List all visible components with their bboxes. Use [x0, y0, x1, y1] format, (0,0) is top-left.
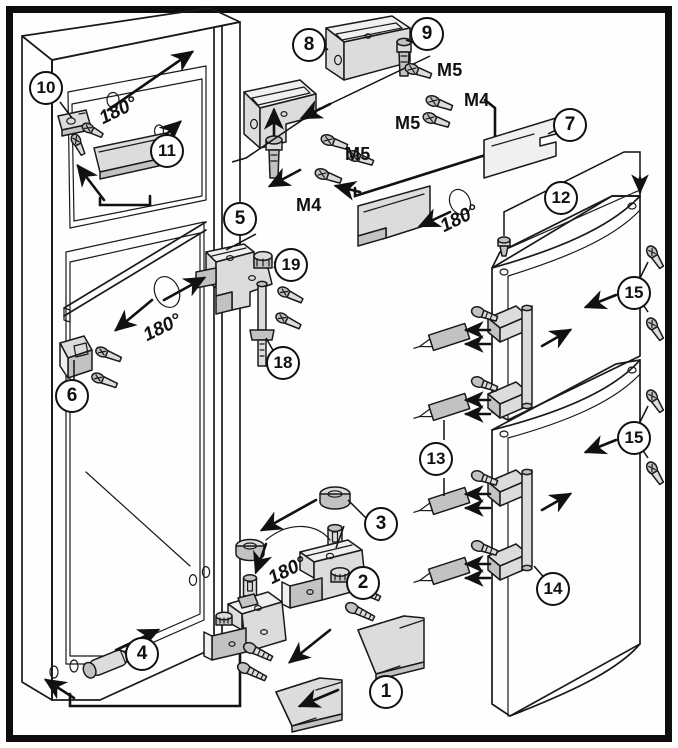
part-19-nut: [253, 250, 273, 269]
lead-3-to-hinge: [335, 525, 345, 549]
part-12-door-pin: [497, 236, 511, 257]
callout-15-bubble: 15: [617, 421, 651, 455]
callout-8-bubble: 8: [292, 28, 326, 62]
handle-upper: [487, 304, 533, 419]
rotation-indicator-mid-left: [114, 275, 181, 332]
panel-rotating-strip: [357, 185, 431, 247]
callout-9-bubble: 9: [410, 17, 444, 51]
callout-7-bubble: 7: [553, 108, 587, 142]
callout-12-bubble: 12: [544, 181, 578, 215]
arrow-hinge-to-door: [162, 276, 207, 302]
callout-15-bubble: 15: [617, 276, 651, 310]
screw-size-label-m5: M5: [345, 144, 371, 164]
rotation-indicator-panel: [417, 188, 472, 228]
part-18-long-bolt: [249, 280, 275, 367]
callout-18-bubble: 18: [266, 346, 300, 380]
part-3-bushing-and-pin: [319, 486, 351, 561]
screw-size-label-m4: M4: [296, 195, 322, 215]
callout-2-bubble: 2: [346, 566, 380, 600]
part-13-caps-and-pins: [413, 306, 499, 587]
screws-part-6: [91, 346, 123, 389]
handle-lower-part-14: [487, 468, 533, 581]
screw-size-label-m5: M5: [395, 113, 421, 133]
part-8-top-hinge-cover: [325, 15, 411, 81]
part-6-door-stop: [59, 335, 93, 379]
arrow-bin-lower: [297, 688, 340, 708]
rotation-indicator-bottom: [253, 525, 331, 575]
arrow-bushing-down: [259, 498, 318, 532]
lower-fridge-door: [491, 359, 641, 717]
callout-4-bubble: 4: [125, 637, 159, 671]
callout-10-bubble: 10: [29, 71, 63, 105]
callout-19-bubble: 19: [274, 248, 308, 282]
lead-12: [503, 151, 641, 236]
callout-13-bubble: 13: [419, 442, 453, 476]
callout-1-bubble: 1: [369, 675, 403, 709]
part-1-bin-cover-lower: [275, 677, 343, 733]
part-15-screws: [583, 245, 665, 486]
lead-bracket-to-door: [231, 107, 321, 163]
callout-14-bubble: 14: [536, 572, 570, 606]
screw-size-label-m5: M5: [437, 60, 463, 80]
screw-size-label-m4: M4: [464, 90, 490, 110]
arrow-bin-upper: [287, 628, 332, 664]
screws-part-10: [70, 122, 104, 157]
arrow-door-top: [106, 50, 195, 112]
screws-part-5: [275, 286, 304, 330]
callout-5-bubble: 5: [223, 202, 257, 236]
screws-m5-m4-group: [314, 62, 454, 184]
arrow-relocate-frame: [98, 196, 152, 207]
part-1-bin-cover-upper: [357, 615, 425, 681]
callout-6-bubble: 6: [55, 379, 89, 413]
callout-3-bubble: 3: [364, 507, 398, 541]
callout-11-bubble: 11: [150, 134, 184, 168]
